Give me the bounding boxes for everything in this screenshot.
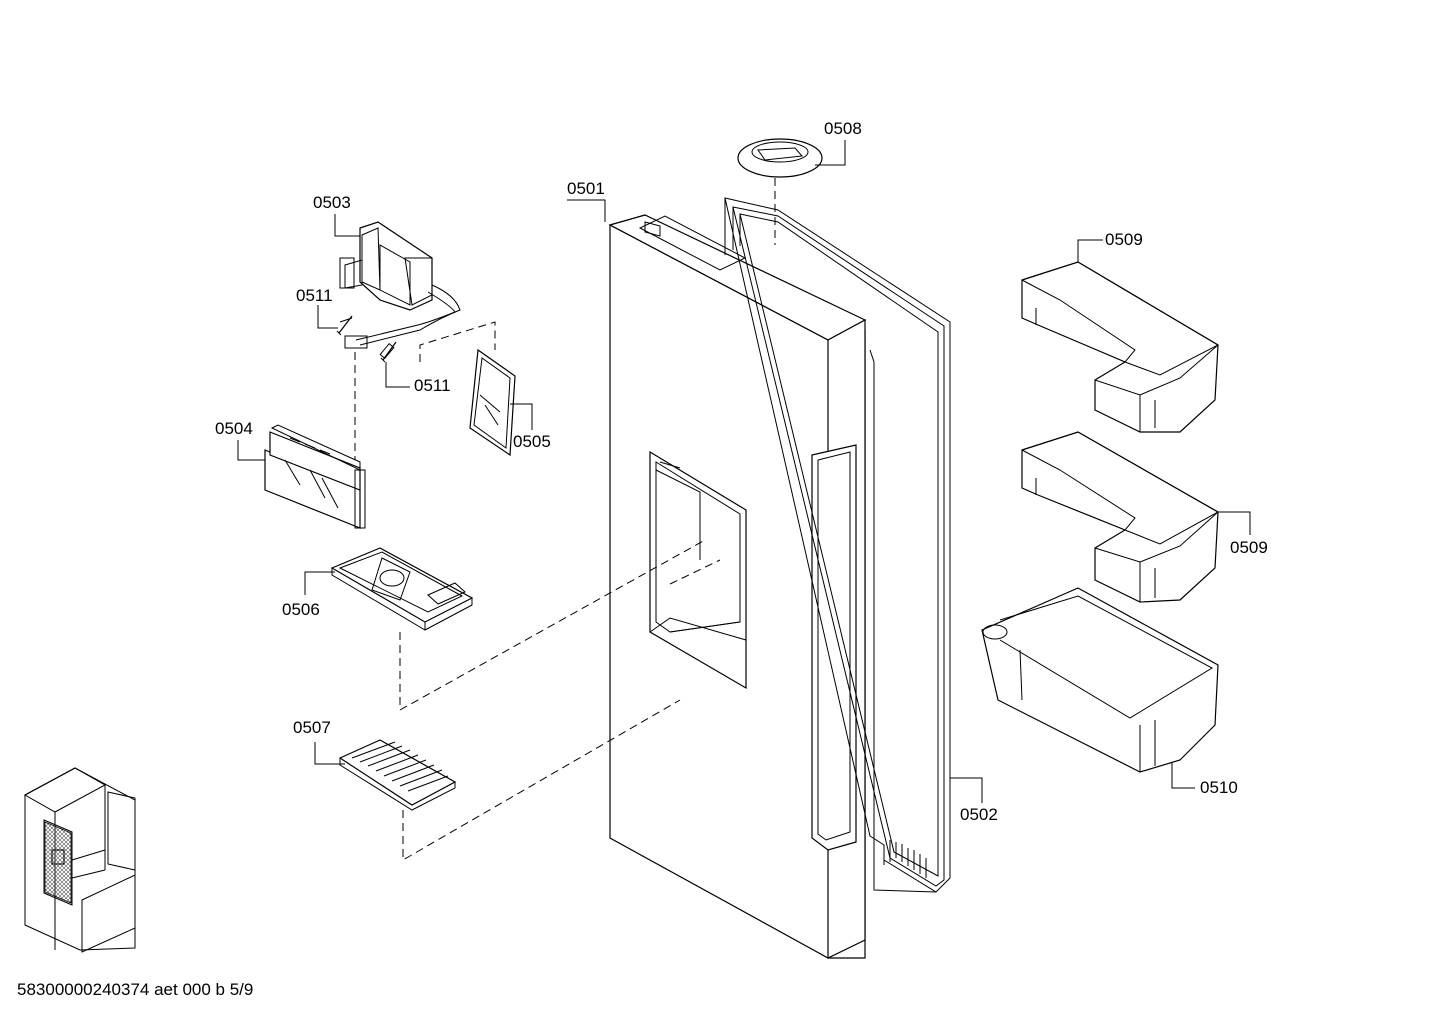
door-bin-upper bbox=[1021, 261, 1220, 433]
door-bin-middle bbox=[1021, 431, 1220, 603]
label-0501: 0501 bbox=[567, 179, 605, 198]
screw-left bbox=[336, 315, 353, 336]
display-panel bbox=[264, 424, 366, 529]
screw-right bbox=[380, 341, 397, 363]
drip-grille bbox=[338, 739, 457, 811]
door-panel bbox=[608, 214, 867, 959]
assembly-lines bbox=[354, 321, 721, 861]
part-labels: 0501 0502 0503 0504 0505 0506 0507 0508 … bbox=[215, 119, 1268, 824]
label-0506: 0506 bbox=[282, 600, 320, 619]
document-footer-code: 58300000240374 aet 000 b 5/9 bbox=[17, 980, 254, 999]
label-0509-upper: 0509 bbox=[1105, 230, 1143, 249]
dispenser-cover bbox=[469, 348, 516, 457]
label-0502: 0502 bbox=[960, 805, 998, 824]
label-0511-upper: 0511 bbox=[296, 286, 333, 305]
label-0503: 0503 bbox=[313, 193, 351, 212]
label-0505: 0505 bbox=[513, 432, 551, 451]
dispenser-module bbox=[339, 221, 461, 359]
door-bin-large bbox=[981, 587, 1219, 773]
label-0510: 0510 bbox=[1200, 778, 1238, 797]
label-0507: 0507 bbox=[293, 718, 331, 737]
label-0509-lower: 0509 bbox=[1230, 538, 1268, 557]
leader-lines bbox=[237, 140, 1251, 803]
label-0508: 0508 bbox=[824, 119, 862, 138]
label-0504: 0504 bbox=[215, 419, 253, 438]
label-0511-lower: 0511 bbox=[414, 376, 451, 395]
dispenser-tray bbox=[330, 547, 474, 631]
door-gasket bbox=[724, 197, 951, 893]
handle-cap bbox=[737, 138, 823, 245]
appliance-locator-thumbnail bbox=[23, 767, 136, 953]
